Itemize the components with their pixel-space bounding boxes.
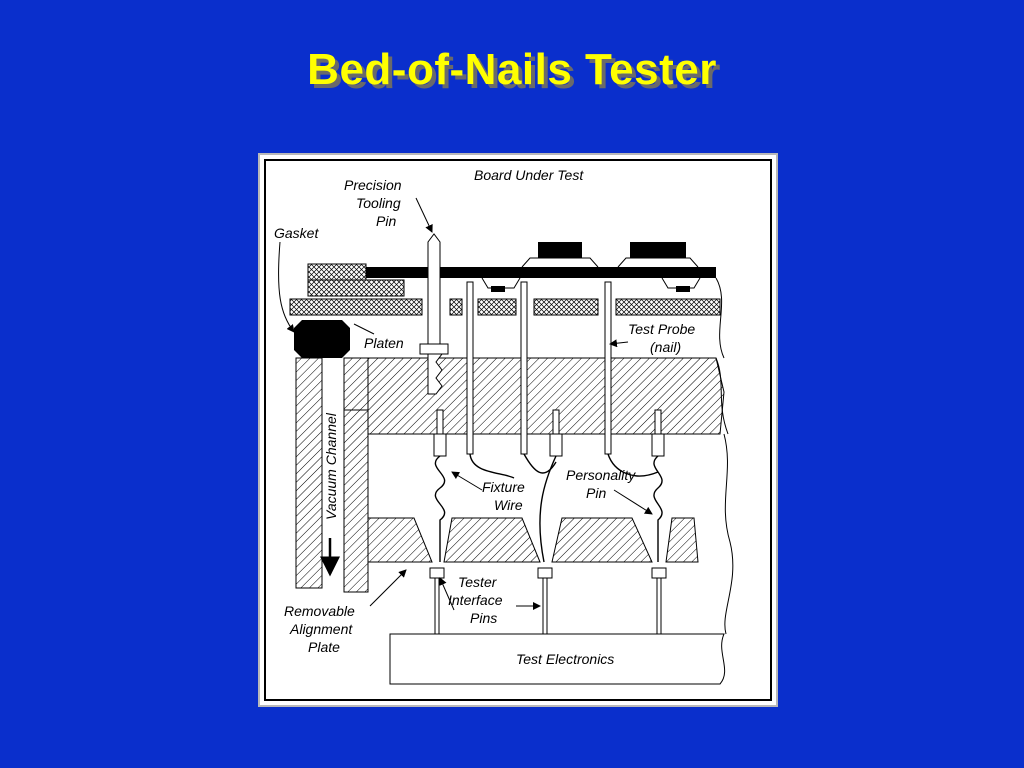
label-platen: Platen xyxy=(364,335,404,351)
label-test-electronics: Test Electronics xyxy=(516,651,614,667)
gasket xyxy=(294,320,350,358)
svg-text:Plate: Plate xyxy=(308,639,340,655)
label-gasket: Gasket xyxy=(274,225,319,241)
svg-text:(nail): (nail) xyxy=(650,339,681,355)
test-electronics-box xyxy=(389,633,726,685)
label-test-probe: Test Probe (nail) xyxy=(628,321,695,355)
probe-plate xyxy=(367,357,725,435)
svg-text:Pin: Pin xyxy=(376,213,396,229)
alignment-plate xyxy=(367,517,699,563)
svg-text:Tooling: Tooling xyxy=(356,195,401,211)
svg-text:Personality: Personality xyxy=(566,467,636,483)
svg-text:Interface: Interface xyxy=(448,592,503,608)
svg-text:Wire: Wire xyxy=(494,497,523,513)
tester-interface-pins xyxy=(429,567,667,635)
label-vacuum-channel: Vacuum Channel xyxy=(323,412,339,520)
vacuum-channel-walls xyxy=(295,357,369,593)
svg-text:Tester: Tester xyxy=(458,574,498,590)
svg-text:Removable: Removable xyxy=(284,603,355,619)
svg-text:Precision: Precision xyxy=(344,177,402,193)
svg-text:Test Probe: Test Probe xyxy=(628,321,695,337)
svg-text:Alignment: Alignment xyxy=(289,621,353,637)
label-tester-interface-pins: Tester Interface Pins xyxy=(448,574,503,626)
label-removable-alignment-plate: Removable Alignment Plate xyxy=(284,603,355,655)
svg-text:Pins: Pins xyxy=(470,610,497,626)
svg-text:Fixture: Fixture xyxy=(482,479,525,495)
fixture-wires xyxy=(434,453,663,563)
board-components xyxy=(481,242,701,292)
slide-title: Bed-of-Nails Tester xyxy=(307,45,717,94)
bed-of-nails-diagram: Board Under Test Precision Tooling Pin G… xyxy=(274,167,734,685)
tooling-pin xyxy=(419,233,449,395)
label-personality-pin: Personality Pin xyxy=(566,467,636,501)
platen xyxy=(289,298,721,316)
label-fixture-wire: Fixture Wire xyxy=(482,479,525,513)
diagram-panel: Board Under Test Precision Tooling Pin G… xyxy=(264,159,772,701)
svg-text:Pin: Pin xyxy=(586,485,606,501)
label-board-under-test: Board Under Test xyxy=(474,167,584,183)
leader-lines xyxy=(278,197,653,611)
diagram-frame: Board Under Test Precision Tooling Pin G… xyxy=(258,153,778,707)
board-under-test xyxy=(307,263,716,297)
label-precision-tooling-pin: Precision Tooling Pin xyxy=(344,177,402,229)
